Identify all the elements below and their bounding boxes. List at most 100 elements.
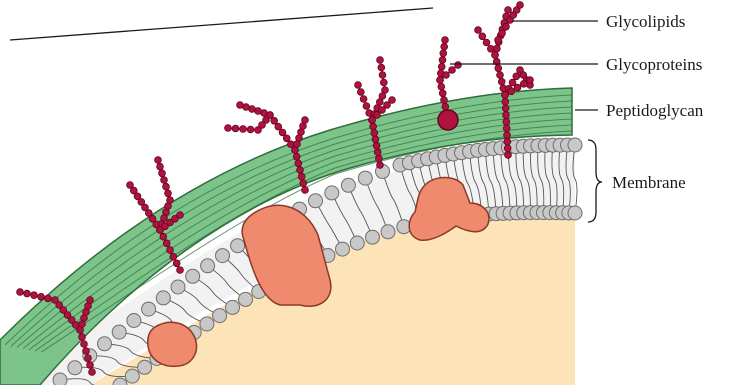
glycan-bead <box>503 23 510 30</box>
glycan-bead <box>247 126 254 133</box>
membrane-protein-small <box>148 322 197 366</box>
glycan-bead <box>441 97 448 104</box>
lipid-head <box>112 325 126 339</box>
glycan-bead <box>287 141 294 148</box>
glycan-bead <box>504 145 511 152</box>
glycan-bead <box>52 297 59 304</box>
label-membrane: Membrane <box>612 173 686 192</box>
glycan-bead <box>363 103 370 110</box>
glycan-bead <box>494 45 501 52</box>
glycan-bead <box>360 96 367 103</box>
glycan-bead <box>439 57 446 64</box>
glycan-bead <box>376 155 383 162</box>
lipid-head <box>239 292 253 306</box>
glycan-bead <box>502 105 509 112</box>
glycan-bead <box>475 27 482 34</box>
glycan-bead <box>503 125 510 132</box>
label-glycolipids: Glycolipids <box>606 12 685 31</box>
glycan-bead <box>17 289 24 296</box>
glycan-bead <box>167 247 174 254</box>
glycan-bead <box>440 50 447 57</box>
glycan-bead <box>377 162 384 169</box>
lipid-head <box>231 239 245 253</box>
glycan-bead <box>502 92 509 99</box>
glycan-bead <box>514 84 521 91</box>
glycan-bead <box>370 123 377 130</box>
lipid-head <box>156 291 170 305</box>
glycan-bead <box>439 90 446 97</box>
glycan-bead <box>81 341 88 348</box>
glycan-bead <box>300 180 307 187</box>
glycan-bead <box>240 126 247 133</box>
glycan-bead <box>492 52 499 59</box>
glycan-bead <box>455 62 462 69</box>
glycoprotein-anchor <box>438 110 458 130</box>
glycan-bead <box>31 292 38 299</box>
glycan-bead <box>177 212 184 219</box>
lipid-head <box>568 138 582 152</box>
glycan-bead <box>505 7 512 14</box>
glycan-bead <box>371 130 378 137</box>
glycan-bead <box>517 2 524 9</box>
lipid-head <box>336 242 350 256</box>
glycan-bead <box>225 125 232 132</box>
lipid-head <box>226 300 240 314</box>
lipid-head <box>341 178 355 192</box>
glycan-bead <box>173 260 180 267</box>
glycan-bead <box>298 173 305 180</box>
glycan-bead <box>87 362 94 369</box>
pointer-line <box>10 8 433 40</box>
lipid-head <box>53 373 67 385</box>
lipid-head <box>68 361 82 375</box>
glycan-bead <box>232 125 239 132</box>
glycan-bead <box>449 67 456 74</box>
glycan-bead <box>237 102 244 109</box>
glycan-bead <box>271 117 278 124</box>
lipid-head <box>201 259 215 273</box>
glycan-bead <box>443 72 450 79</box>
glycan-bead <box>503 112 510 119</box>
glycan-bead <box>497 72 504 79</box>
glycan-bead <box>508 88 515 95</box>
glycan-bead <box>38 293 45 300</box>
glycan-bead <box>389 97 396 104</box>
glycan-bead <box>157 163 164 170</box>
lipid-head <box>127 314 141 328</box>
lipid-head <box>98 337 112 351</box>
lipid-head <box>350 236 364 250</box>
glycan-bead <box>374 149 381 156</box>
lipid-head <box>381 225 395 239</box>
glycan-bead <box>382 87 389 94</box>
glycan-bead <box>279 129 286 136</box>
lipid-head <box>366 230 380 244</box>
membrane-bracket <box>588 140 602 222</box>
glycan-bead <box>355 82 362 89</box>
lipid-head <box>325 186 339 200</box>
glycan-bead <box>83 348 90 355</box>
glycan-bead <box>163 183 170 190</box>
glycan-bead <box>442 103 449 110</box>
glycan-bead <box>495 65 502 72</box>
glycan-bead <box>302 187 309 194</box>
lipid-head <box>186 269 200 283</box>
glycan-bead <box>89 369 96 376</box>
lipid-head <box>358 171 372 185</box>
glycan-bead <box>438 63 445 70</box>
glycan-bead <box>293 153 300 160</box>
glycan-bead <box>378 64 385 71</box>
glycan-bead <box>372 136 379 143</box>
glycan-bead <box>161 177 168 184</box>
glycan-bead <box>297 167 304 174</box>
glycan-bead <box>438 83 445 90</box>
glycan-bead <box>498 78 505 85</box>
glycan-bead <box>357 89 364 96</box>
glycan-bead <box>155 157 162 164</box>
glycan-bead <box>167 197 174 204</box>
lipid-head <box>213 309 227 323</box>
glycan-bead <box>437 77 444 84</box>
glycan-bead <box>165 190 172 197</box>
glycan-bead <box>441 43 448 50</box>
glycan-bead <box>159 170 166 177</box>
glycan-bead <box>79 334 86 341</box>
glycan-bead <box>373 142 380 149</box>
